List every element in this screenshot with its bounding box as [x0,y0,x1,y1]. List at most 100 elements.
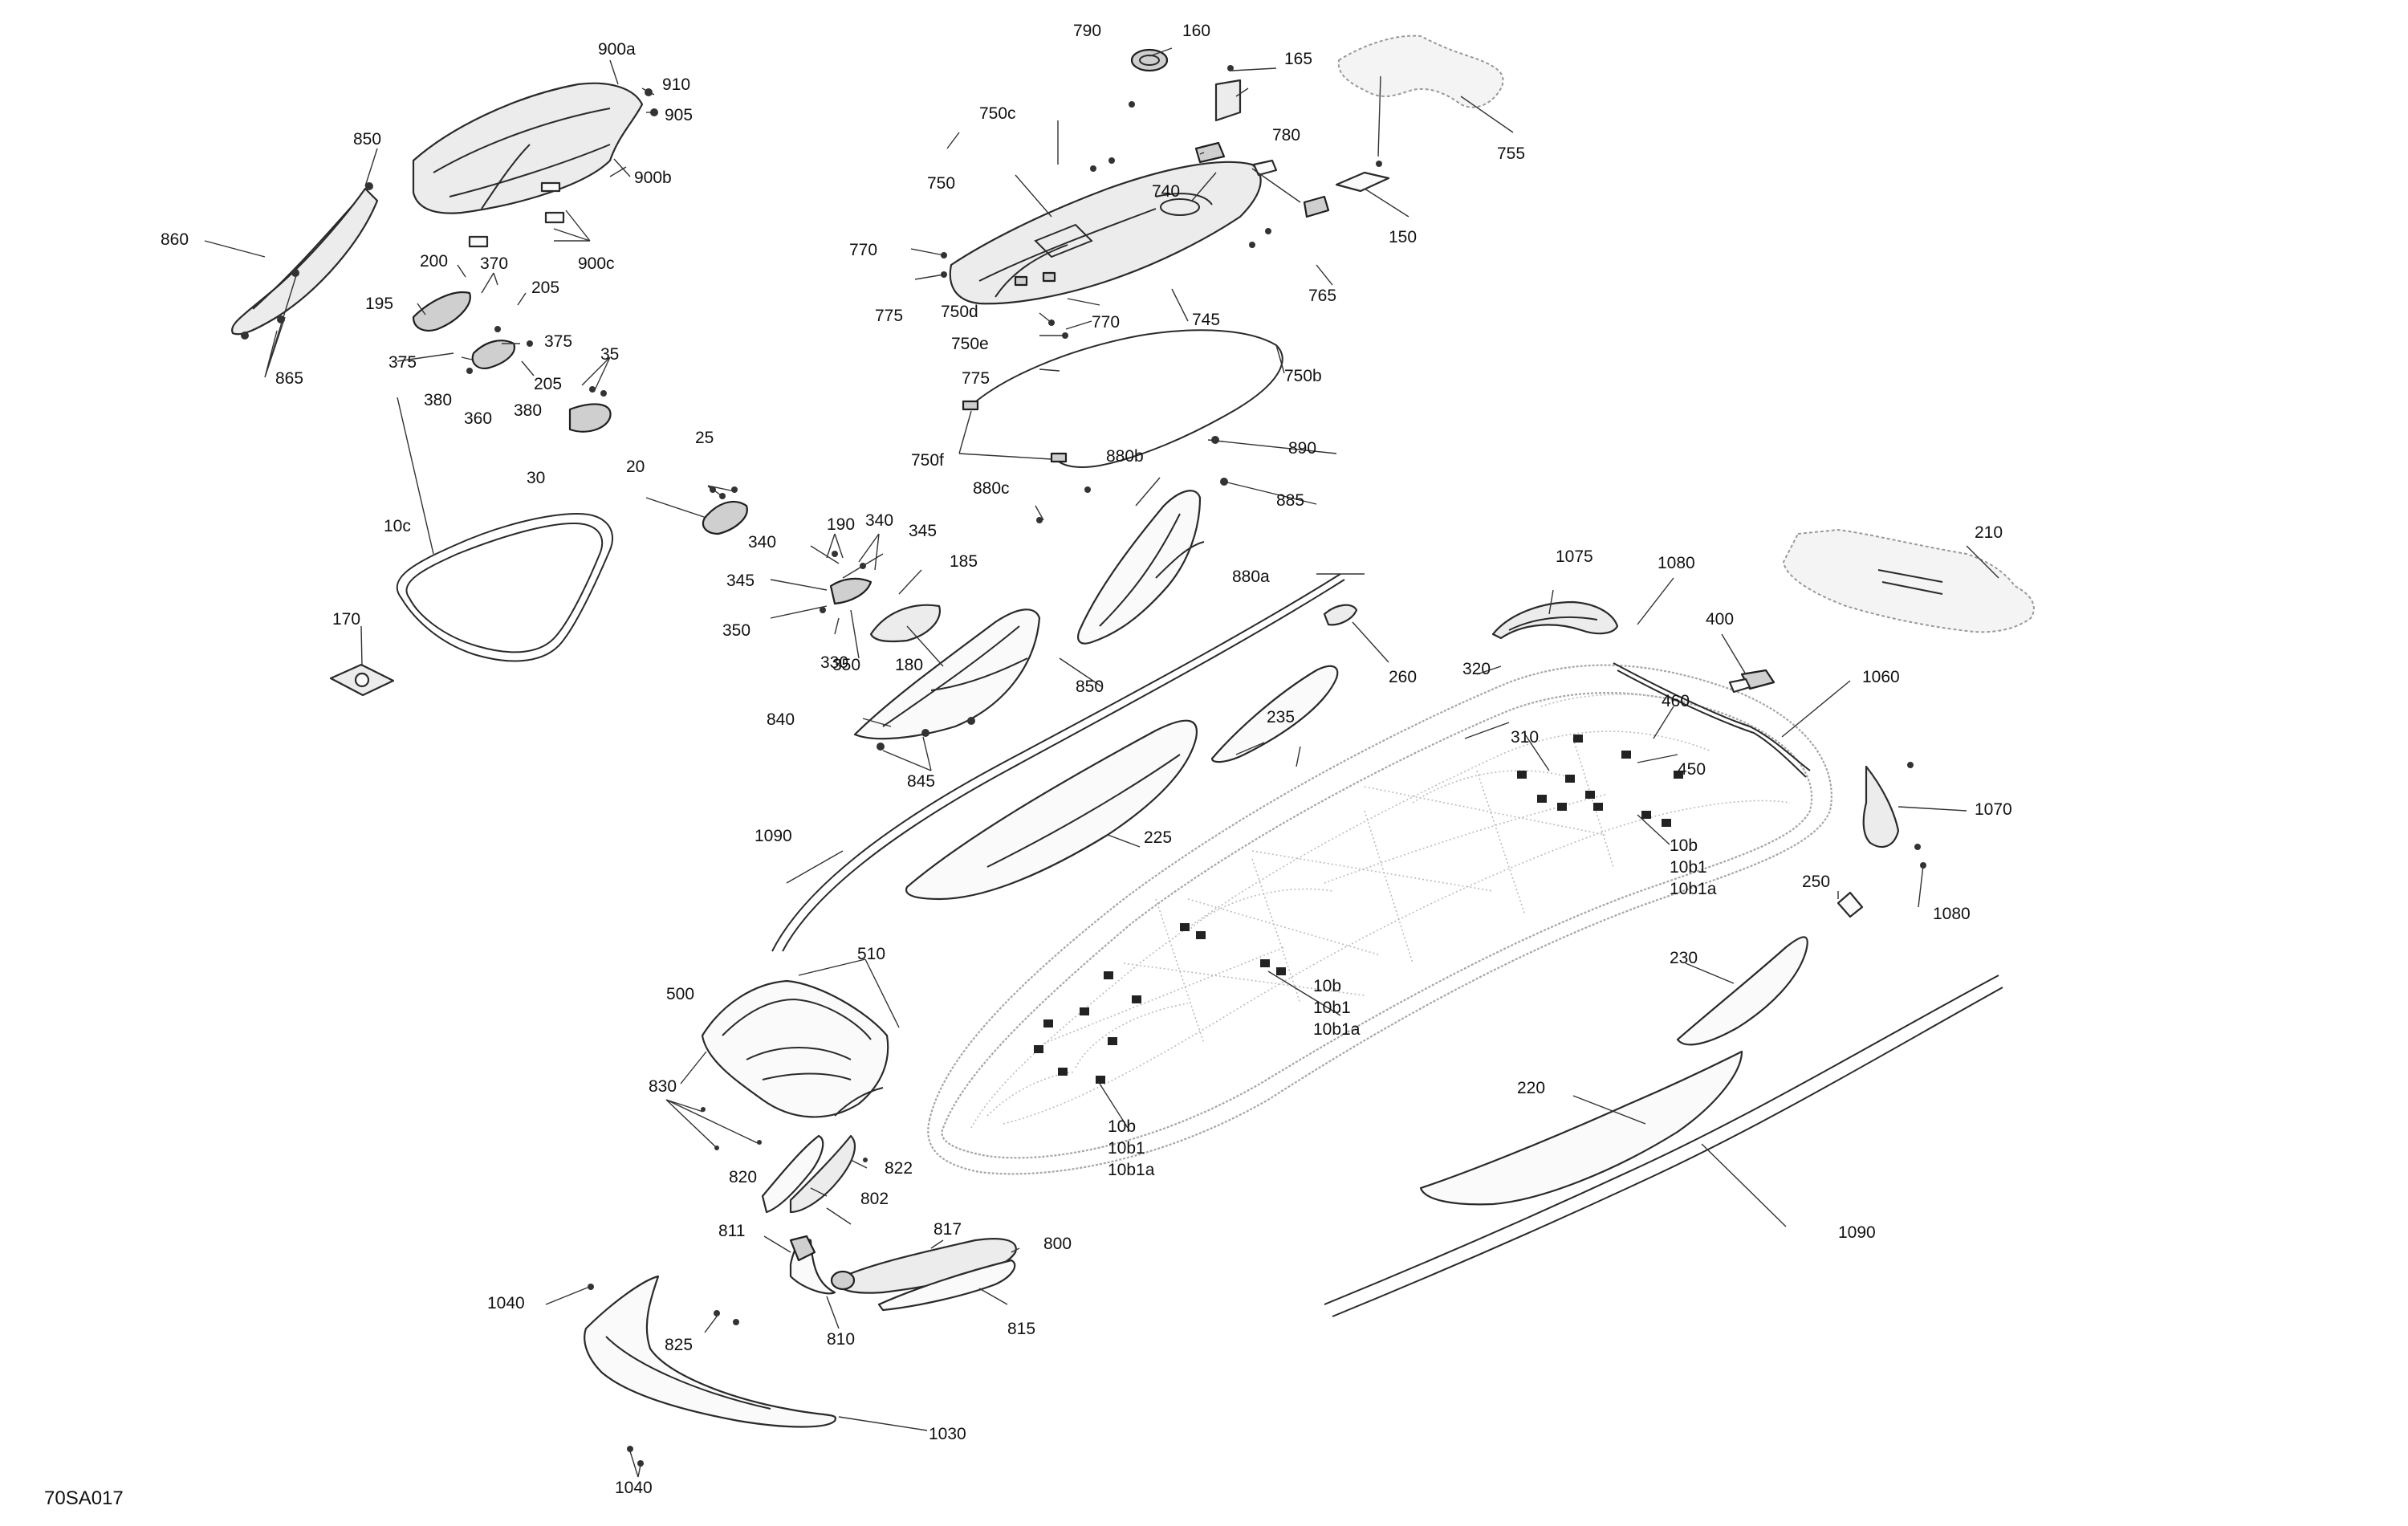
callout-780: 780 [1272,126,1300,144]
callout-345-top: 345 [909,522,937,540]
callout-900c: 900c [578,254,615,273]
callout-770-top: 770 [849,241,877,259]
part-1030-front-bumper [584,1275,837,1467]
callout-250: 250 [1802,873,1830,891]
callout-755: 755 [1497,144,1525,163]
part-840-side-panel [853,608,1041,751]
part-815-trim [877,1259,1016,1312]
callout-205-top: 205 [531,279,559,297]
callout-labels: 900a 910 905 850 900b 860 900c 200 370 2… [44,22,2012,1509]
callout-190: 190 [827,515,855,534]
callout-880a: 880a [1232,568,1270,586]
part-330-latch-assembly [820,551,872,613]
callout-320: 320 [1462,660,1491,678]
callout-510: 510 [857,945,885,963]
callout-345-left: 345 [726,572,755,590]
callout-815: 815 [1007,1320,1035,1338]
callout-775-top: 775 [875,307,903,325]
part-250-pad [1837,891,1864,918]
callout-195: 195 [365,295,393,313]
callout-750d: 750d [941,303,978,321]
callout-850: 850 [353,130,381,149]
callout-822: 822 [885,1159,913,1178]
callout-180: 180 [895,656,923,674]
callout-802: 802 [860,1190,889,1208]
part-1070-rear-bracket [1862,762,1926,869]
callout-10c: 10c [384,517,411,535]
callout-340-left: 340 [748,533,776,551]
callout-1080-bottom: 1080 [1933,905,1971,923]
part-195-latch [412,291,471,332]
part-30-hinge [568,386,612,433]
callout-810: 810 [827,1330,855,1349]
callout-160: 160 [1182,22,1210,40]
callout-10b-bottom: 10b [1108,1117,1136,1136]
callout-10b-mid: 10b [1313,977,1341,995]
callout-370: 370 [480,254,508,273]
callout-10b-right: 10b [1670,836,1698,855]
callout-150: 150 [1389,228,1417,246]
callout-745: 745 [1192,311,1220,329]
part-160-bracket [1214,65,1242,122]
callout-865: 865 [275,369,303,388]
callout-340-top: 340 [865,511,893,530]
callout-1075: 1075 [1556,547,1593,566]
callout-170: 170 [332,610,360,629]
callout-1040-top: 1040 [487,1294,525,1312]
callout-1060: 1060 [1862,668,1900,686]
part-750b-seal [962,329,1283,468]
callout-817: 817 [934,1220,962,1239]
callout-500: 500 [666,985,694,1003]
part-750-storage-tray [941,101,1271,339]
callout-820: 820 [729,1168,757,1186]
callout-790: 790 [1073,22,1101,40]
callout-330: 330 [820,653,848,672]
callout-225: 225 [1144,828,1172,847]
part-400-cleat [1728,669,1775,694]
callout-900b: 900b [634,169,672,187]
part-225-deck-pad [905,719,1198,901]
callout-35: 35 [600,345,619,364]
part-900a-storage-cover [412,82,658,248]
part-210-mat [1782,528,2035,633]
callout-750f: 750f [911,451,944,470]
callout-910: 910 [662,75,690,94]
callout-750: 750 [927,174,955,193]
callout-860: 860 [161,230,189,249]
callout-375-left: 375 [388,353,417,372]
callout-10b1a-bottom: 10b1a [1108,1161,1155,1179]
callout-10b1a-right: 10b1a [1670,880,1717,898]
callout-880c: 880c [973,479,1010,498]
callout-260: 260 [1389,668,1417,686]
part-220-deck-pad [1419,1050,1743,1206]
part-811-bracket [789,1235,836,1295]
part-880a-side-panel [1036,436,1228,645]
callout-185: 185 [950,552,978,571]
callout-205-bottom: 205 [534,375,562,393]
callout-235: 235 [1267,708,1295,726]
callout-905: 905 [665,106,693,124]
callout-375-right: 375 [544,332,572,351]
callout-811: 811 [718,1222,745,1240]
hull-body [927,664,1832,1175]
callout-1090-upper: 1090 [755,827,792,845]
callout-880b: 880b [1106,447,1144,466]
part-230-deck-pad [1676,936,1808,1046]
part-1090-rub-rail-right [1324,975,2003,1317]
callout-1090-lower: 1090 [1838,1223,1876,1242]
callout-165: 165 [1284,50,1312,68]
callout-750e: 750e [951,335,989,353]
callout-1030: 1030 [929,1425,966,1443]
part-10c-seal [396,512,614,662]
part-170-plate [329,663,395,697]
callout-750b: 750b [1284,367,1322,385]
diagram-code: 70SA017 [44,1487,124,1509]
callout-350-right: 350 [832,656,860,674]
callout-30: 30 [527,469,545,487]
part-755-mat [1337,35,1504,108]
callout-10b1-right: 10b1 [1670,858,1707,877]
part-1060-strip [1613,662,1811,778]
part-260-pad [1323,604,1358,626]
callout-20: 20 [626,458,645,476]
callout-830: 830 [649,1077,677,1096]
